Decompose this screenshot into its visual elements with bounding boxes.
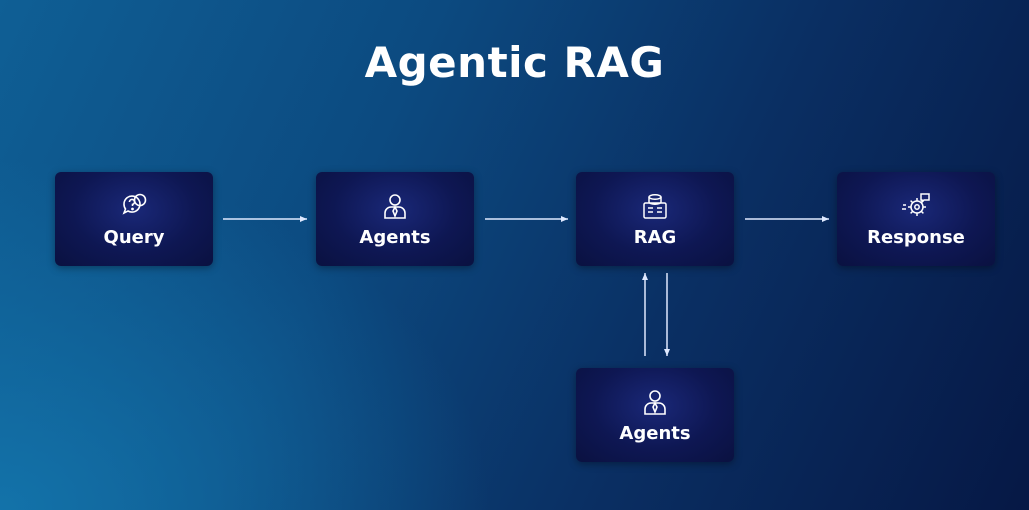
node-rag: RAG — [576, 172, 734, 266]
diagram-title: Agentic RAG — [364, 38, 665, 87]
node-label: Agents — [619, 422, 691, 444]
agent-person-icon — [640, 387, 670, 417]
node-label: Response — [867, 226, 965, 248]
node-query: Query — [55, 172, 213, 266]
node-label: Query — [103, 226, 165, 248]
gear-chat-icon — [901, 191, 931, 221]
node-response: Response — [837, 172, 995, 266]
agent-person-icon — [380, 191, 410, 221]
node-label: Agents — [359, 226, 431, 248]
node-label: RAG — [633, 226, 677, 248]
question-bubble-icon — [119, 191, 149, 221]
node-agents-bottom: Agents — [576, 368, 734, 462]
node-agents: Agents — [316, 172, 474, 266]
database-folder-icon — [640, 191, 670, 221]
